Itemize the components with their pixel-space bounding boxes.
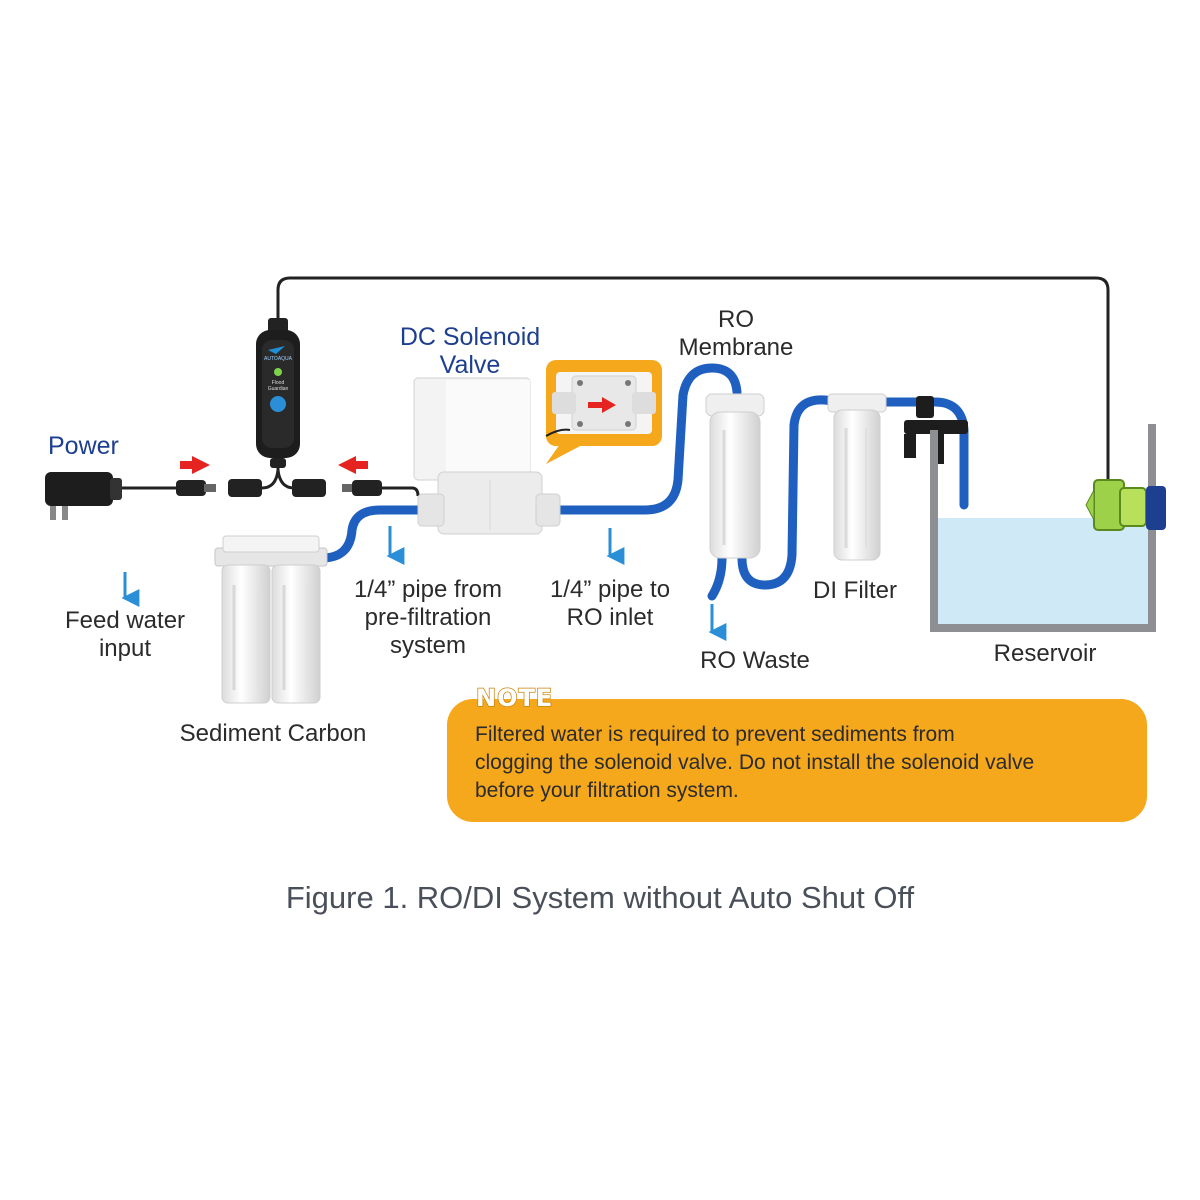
di-filter [827, 393, 887, 561]
label-ro-waste: RO Waste [700, 647, 810, 674]
controller-brand: AUTOAQUA [264, 356, 293, 362]
pipe-sediment-to-valve [317, 505, 425, 563]
note-tag: NOTE [475, 683, 554, 713]
figure-caption: Figure 1. RO/DI System without Auto Shut… [285, 880, 915, 915]
pipe-ro-waste [707, 553, 727, 601]
label-ro-membrane: RO Membrane [678, 306, 794, 361]
note-box: Filtered water is required to prevent se… [447, 699, 1147, 822]
red-arrow-left [338, 456, 368, 474]
sediment-carbon-filters [214, 535, 328, 704]
controller-line1: Flood [272, 380, 285, 386]
label-power: Power [48, 432, 119, 460]
pipe-valve-to-ro [550, 363, 742, 515]
controller-line2: Guardian [268, 386, 289, 392]
label-sediment-carbon: Sediment Carbon [179, 720, 367, 747]
label-pipe-to: 1/4” pipe to RO inlet [549, 576, 671, 631]
note-text: Filtered water is required to prevent se… [475, 723, 1035, 802]
water-sensor [1085, 479, 1166, 531]
label-reservoir: Reservoir [993, 640, 1097, 667]
dc-plug-right [352, 480, 382, 496]
label-solenoid: DC Solenoid Valve [399, 323, 541, 379]
red-arrow-right [180, 456, 210, 474]
control-wire [276, 276, 1110, 482]
dc-jack-left [228, 479, 262, 497]
ro-membrane [705, 393, 765, 559]
label-di-filter: DI Filter [813, 577, 897, 604]
pipe-ro-to-di [737, 395, 845, 590]
solenoid-inset-callout [545, 360, 662, 464]
dc-jack-right [292, 479, 326, 497]
solenoid-valve [413, 377, 561, 535]
pipe-clip [904, 396, 968, 464]
label-pipe-from: 1/4” pipe from pre-filtration system [353, 576, 503, 659]
y-cable [261, 462, 295, 490]
flood-controller [256, 318, 300, 468]
dc-plug-left [176, 480, 206, 496]
label-feed-water: Feed water input [64, 607, 186, 662]
valve-cable [382, 486, 420, 497]
power-adapter [45, 472, 122, 520]
